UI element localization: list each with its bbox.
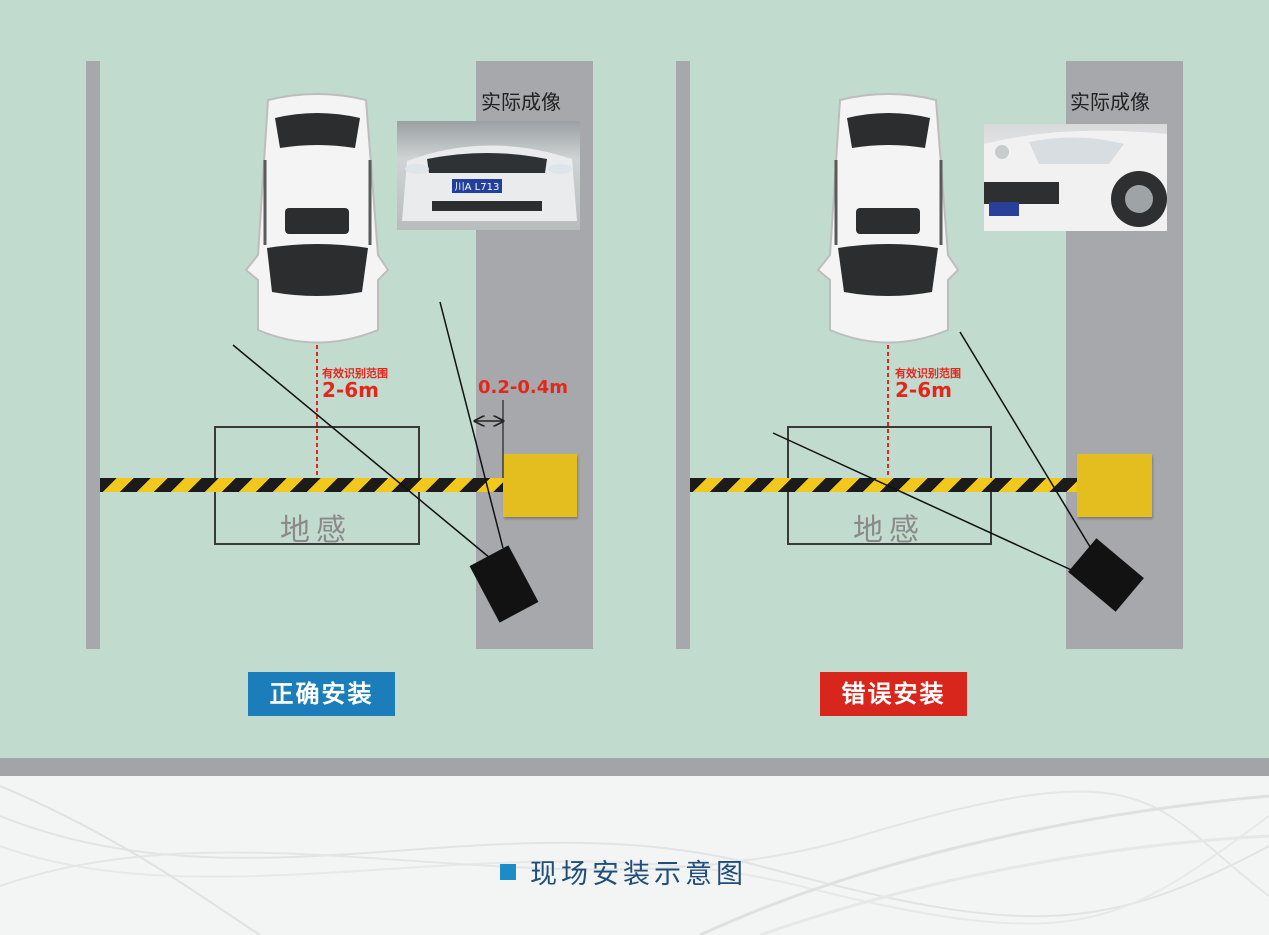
footer-title-text: 现场安装示意图: [530, 859, 747, 890]
car-side-photo: [984, 130, 1167, 231]
image-label: 实际成像: [1070, 90, 1150, 114]
barrier-arm: [690, 478, 1077, 492]
camera-icon: [1068, 538, 1144, 612]
status-label: 错误安装: [841, 680, 946, 708]
capture-photo: 川A L713: [397, 121, 580, 230]
car-top-view-icon: [816, 93, 960, 344]
footer-title: 现场安装示意图: [500, 852, 747, 891]
divider-stripe: [0, 758, 1269, 776]
range-label: 有效识别范围: [322, 367, 388, 380]
gap-value: 0.2-0.4m: [478, 377, 568, 398]
status-label: 正确安装: [269, 680, 374, 708]
image-label: 实际成像: [481, 90, 561, 114]
camera-icon: [469, 545, 539, 623]
capture-photo: [984, 124, 1167, 231]
left-lane-wall: [86, 61, 100, 649]
range-value: 2-6m: [895, 378, 952, 402]
loop-label: 地感: [280, 513, 352, 548]
status-badge-wrong: 错误安装: [820, 672, 967, 716]
car-top-view-icon: [244, 93, 390, 344]
car-front-photo: 川A L713: [402, 145, 577, 221]
loop-label: 地感: [853, 513, 925, 548]
barrier-post: [1077, 454, 1152, 517]
decorative-waves: [0, 785, 1269, 935]
barrier-arm: [100, 478, 503, 492]
range-value: 2-6m: [322, 378, 379, 402]
plate-text: 川A L713: [455, 182, 500, 193]
barrier-post: [503, 454, 577, 517]
footer-area: [0, 776, 1269, 935]
status-badge-correct: 正确安装: [248, 672, 395, 716]
left-lane-wall: [676, 61, 690, 649]
range-label: 有效识别范围: [895, 367, 961, 380]
bullet-square-icon: [500, 863, 516, 880]
